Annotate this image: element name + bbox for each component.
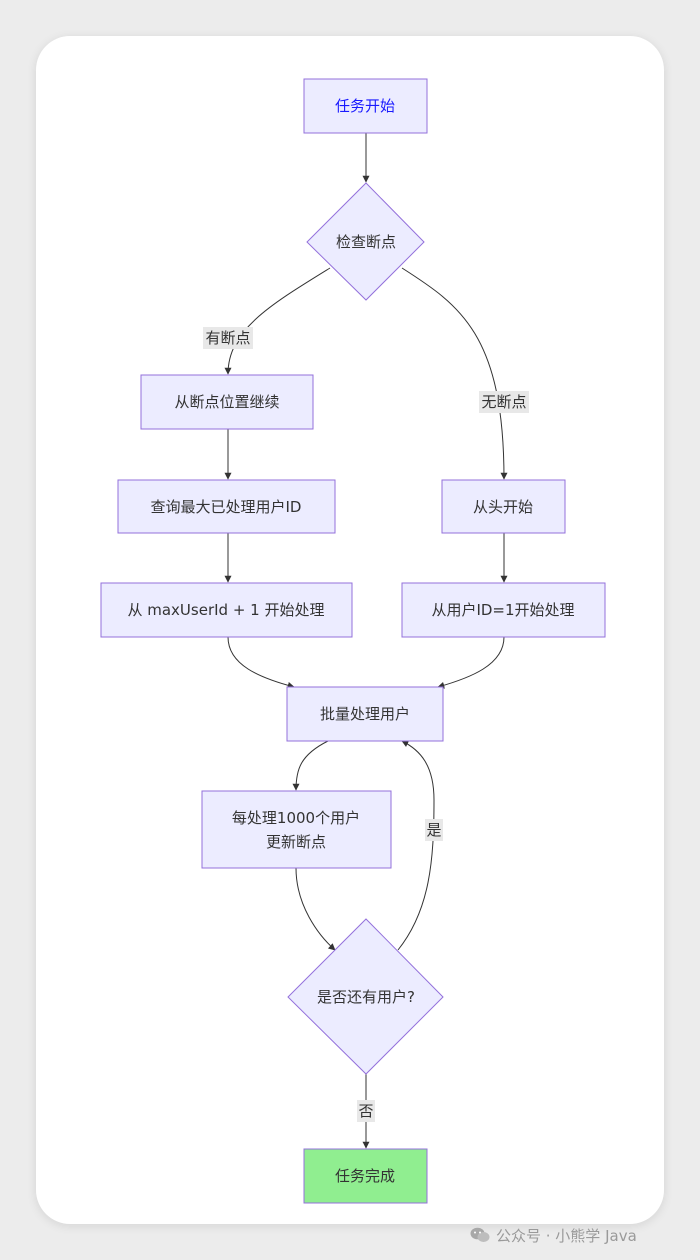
svg-text:每处理1000个用户: 每处理1000个用户 xyxy=(232,809,360,827)
edge-batch-to-update xyxy=(292,740,329,791)
edges xyxy=(224,133,508,1149)
node-update-checkpoint: 每处理1000个用户 更新断点 xyxy=(201,790,392,869)
svg-text:无断点: 无断点 xyxy=(481,393,526,411)
node-start: 任务开始 xyxy=(303,78,428,134)
node-batch: 批量处理用户 xyxy=(286,686,444,742)
svg-text:任务开始: 任务开始 xyxy=(335,97,395,115)
node-from-id1: 从用户ID=1开始处理 xyxy=(401,582,606,638)
edge-check-to-resume xyxy=(224,267,331,375)
svg-text:是否还有用户?: 是否还有用户? xyxy=(317,988,415,1006)
node-resume: 从断点位置继续 xyxy=(140,374,314,430)
svg-text:查询最大已处理用户ID: 查询最大已处理用户ID xyxy=(151,498,302,516)
svg-text:更新断点: 更新断点 xyxy=(266,833,326,851)
node-query-max: 查询最大已处理用户ID xyxy=(117,479,336,534)
svg-text:检查断点: 检查断点 xyxy=(336,233,396,251)
svg-text:是: 是 xyxy=(426,821,441,839)
node-from-max: 从 maxUserId + 1 开始处理 xyxy=(100,582,353,638)
svg-text:否: 否 xyxy=(358,1102,373,1120)
edge-label-no: 否 xyxy=(357,1100,375,1122)
svg-text:从 maxUserId + 1 开始处理: 从 maxUserId + 1 开始处理 xyxy=(127,601,324,619)
edge-label-has-checkpoint: 有断点 xyxy=(203,327,253,349)
node-check-checkpoint: 检查断点 xyxy=(306,182,425,301)
svg-text:有断点: 有断点 xyxy=(205,329,250,347)
node-from-head: 从头开始 xyxy=(441,479,566,534)
svg-text:从头开始: 从头开始 xyxy=(473,498,533,516)
edge-update-to-decision xyxy=(295,867,336,951)
edge-check-to-head xyxy=(401,267,508,480)
watermark-text: 公众号 · 小熊学 Java xyxy=(496,1226,637,1245)
edge-decision-to-batch xyxy=(397,740,435,951)
edge-frommax-to-batch xyxy=(227,636,295,689)
svg-text:批量处理用户: 批量处理用户 xyxy=(320,705,410,723)
edge-label-yes: 是 xyxy=(425,819,443,841)
watermark: 公众号 · 小熊学 Java xyxy=(470,1222,700,1248)
wechat-icon xyxy=(470,1227,490,1243)
edge-fromid1-to-batch xyxy=(437,636,505,689)
svg-text:从断点位置继续: 从断点位置继续 xyxy=(174,393,279,411)
node-more-users: 是否还有用户? xyxy=(287,918,444,1075)
node-done: 任务完成 xyxy=(303,1148,428,1204)
edge-label-no-checkpoint: 无断点 xyxy=(479,391,529,413)
svg-text:从用户ID=1开始处理: 从用户ID=1开始处理 xyxy=(431,601,574,619)
svg-text:任务完成: 任务完成 xyxy=(335,1167,395,1185)
